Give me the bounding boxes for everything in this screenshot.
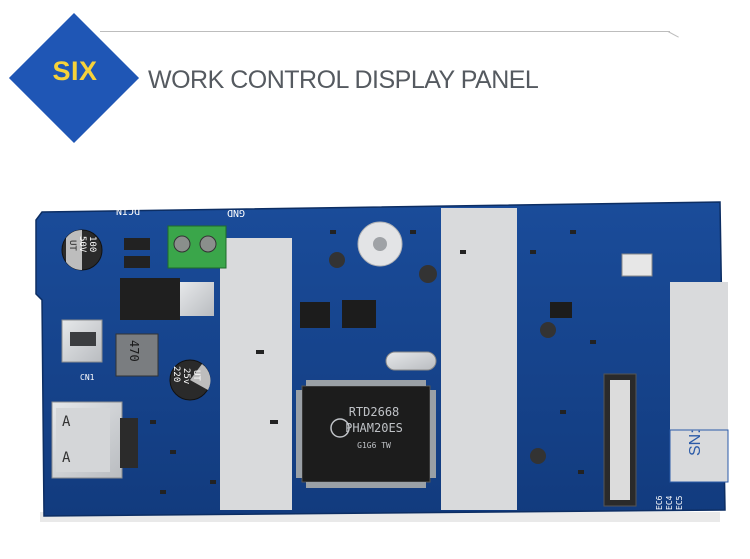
sn-label-area: [670, 282, 728, 482]
terminal-screw-1: [173, 235, 191, 253]
ffc-slot: [610, 380, 630, 500]
power-inductor: [115, 333, 159, 377]
voltage-regulator: [120, 278, 180, 320]
header-divider-tail: [667, 31, 679, 38]
hdmi-pins: [120, 418, 138, 468]
inductor-small-1: [329, 252, 345, 268]
section-number-text: SIX: [52, 56, 98, 86]
soic-chip-2: [342, 300, 376, 328]
cap2-value: 220: [171, 366, 181, 382]
capacitor2-stripe: [190, 364, 211, 390]
pcb-board: SN: DCIN GND 100 50V UT CN1 470 220 25v …: [35, 201, 729, 522]
chip-pins-left: [296, 390, 302, 478]
chip-date-code: G1G6 TW: [357, 441, 391, 450]
usb-opening: [70, 332, 96, 346]
right-inductor-2: [530, 448, 546, 464]
cap1-voltage: 50V: [77, 236, 87, 253]
cap2-voltage: 25v: [181, 368, 191, 384]
header-divider-line: [100, 31, 670, 32]
cn1-label: CN1: [80, 373, 95, 382]
buzzer-center: [373, 237, 387, 251]
soic-chip-1: [300, 302, 330, 328]
right-inductor: [540, 322, 556, 338]
pcb-substrate: [35, 201, 726, 517]
gnd-label: GND: [227, 207, 245, 218]
silver-band-2: [441, 208, 517, 510]
small-connector: [621, 253, 653, 277]
inductor-small-2: [419, 265, 437, 283]
chip-pins-right: [430, 390, 436, 478]
board-shadow: [40, 512, 720, 522]
chip-pins-top: [306, 380, 426, 386]
chip-batch-code: PHAM20ES: [345, 421, 403, 435]
terminal-screw-2: [199, 235, 217, 253]
chip-part-number: RTD2668: [349, 405, 400, 419]
hdmi-mark-1: A: [62, 414, 71, 430]
silver-band-1: [220, 238, 292, 510]
sn-label-box: [669, 429, 729, 483]
smd-components: [150, 230, 596, 494]
chip-logo: [330, 418, 350, 438]
cap1-value: 100: [87, 236, 97, 252]
ec4-label: EC4: [665, 495, 674, 510]
right-ic-1: [550, 302, 572, 318]
diode-2: [124, 256, 150, 268]
chip-pins-bottom: [306, 482, 426, 488]
sn-label: SN:: [687, 429, 704, 456]
diode-1: [124, 238, 150, 250]
product-photo: SN: DCIN GND 100 50V UT CN1 470 220 25v …: [30, 190, 730, 530]
main-scaler-chip: [301, 385, 431, 483]
capacitor-stripe: [66, 230, 82, 270]
ec5-label: EC5: [675, 495, 684, 510]
cap2-brand: UT: [191, 370, 201, 381]
ec6-label: EC6: [655, 495, 664, 510]
hdmi-opening: [56, 408, 110, 472]
hdmi-mark-2: A: [62, 450, 71, 466]
section-title: WORK CONTROL DISPLAY PANEL: [148, 66, 539, 94]
regulator-tab: [180, 282, 214, 316]
crystal-oscillator: [385, 351, 437, 371]
cap1-brand: UT: [67, 240, 77, 251]
dcin-label: DCIN: [116, 205, 140, 216]
inductor-value: 470: [127, 340, 141, 362]
section-header: SIX WORK CONTROL DISPLAY PANEL: [0, 0, 750, 150]
